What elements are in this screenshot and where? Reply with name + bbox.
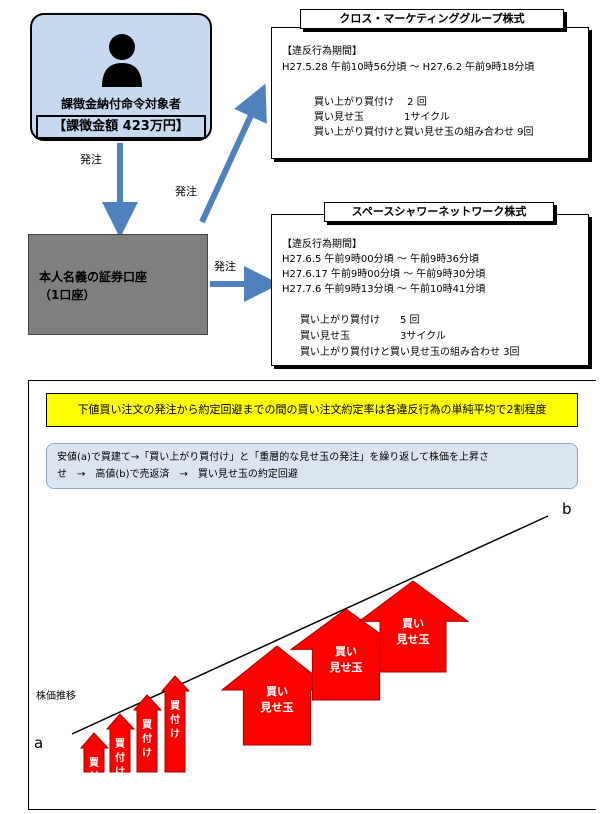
buy-arrow bbox=[80, 732, 110, 773]
spoof-arrow-text: 見せ玉 bbox=[260, 701, 294, 714]
buy-arrow bbox=[133, 694, 163, 773]
group2-item: 買い上がり買付け 5 回 bbox=[300, 315, 420, 326]
buy-arrow bbox=[106, 713, 136, 773]
scheme-line1: 安値(a)で買建て→「買い上がり買付け」と「重層的な見せ玉の発注」を繰り返して株… bbox=[57, 452, 490, 463]
buy-arrow-char: 付 bbox=[115, 753, 125, 764]
group2-box: 【違反行為期間】 H27.6.5 午前9時00分頃 ～ 午前9時36分頃 H27… bbox=[271, 214, 589, 366]
buy-arrow-char: 買 bbox=[170, 701, 180, 712]
order-label-3: 発注 bbox=[214, 260, 236, 273]
group1-item: 買い上がり買付け 2 回 bbox=[314, 97, 427, 108]
account-line1: 本人名義の証券口座 bbox=[39, 270, 148, 284]
target-label: 課徴金納付命令対象者 bbox=[60, 97, 181, 111]
target-person-box: 課徴金納付命令対象者 【課徴金額 423万円】 bbox=[30, 13, 212, 141]
buy-arrow-char: け bbox=[89, 786, 99, 797]
group1-item: 買い見せ玉 1サイクル bbox=[314, 112, 450, 123]
group2-period: H27.7.6 午前9時13分頃 ～ 午前10時41分頃 bbox=[282, 284, 486, 295]
trend-label: 株価推移 bbox=[36, 691, 76, 702]
group1-item: 買い上がり買付けと買い見せ玉の組み合わせ 9回 bbox=[314, 127, 534, 138]
group2-period: H27.6.17 午前9時00分頃 ～ 午前9時30分頃 bbox=[282, 269, 486, 280]
buy-arrow-char: 付 bbox=[89, 772, 99, 783]
buy-arrow-char: 買 bbox=[89, 758, 99, 769]
account-line2: （1口座） bbox=[39, 288, 96, 302]
scheme-line2: せ → 高値(b)で売返済 → 買い見せ玉の約定回避 bbox=[57, 469, 298, 480]
buy-arrow bbox=[161, 675, 191, 773]
group2-title: スペースシャワーネットワーク株式 bbox=[324, 202, 554, 222]
fine-amount: 【課徴金額 423万円】 bbox=[36, 115, 206, 139]
price-trend-line bbox=[71, 515, 549, 735]
start-label-a: a bbox=[34, 734, 44, 752]
buy-arrow-char: 買 bbox=[115, 739, 125, 750]
group1-period: H27.5.28 午前10時56分頃 ～ H27.6.2 午前9時18分頃 bbox=[282, 62, 535, 73]
spoof-arrow-text: 買い bbox=[402, 616, 424, 630]
arrow-to-group1 bbox=[199, 83, 267, 224]
spoof-arrow-text: 見せ玉 bbox=[396, 632, 430, 646]
securities-account-box: 本人名義の証券口座 （1口座） bbox=[28, 234, 208, 335]
buy-arrow-char: 買 bbox=[142, 720, 152, 731]
person-icon bbox=[102, 34, 142, 87]
spoof-arrow-text: 買い bbox=[266, 685, 288, 698]
group1-box: 【違反行為期間】 H27.5.28 午前10時56分頃 ～ H27.6.2 午前… bbox=[271, 27, 589, 159]
buy-arrow-char: け bbox=[170, 729, 180, 740]
spoof-arrow bbox=[358, 580, 470, 673]
group2-item: 買い上がり買付けと買い見せ玉の組み合わせ 3回 bbox=[300, 347, 520, 358]
order-label-2: 発注 bbox=[175, 185, 197, 198]
group2-period: H27.6.5 午前9時00分頃 ～ 午前9時36分頃 bbox=[282, 254, 480, 265]
scheme-description: 安値(a)で買建て→「買い上がり買付け」と「重層的な見せ玉の発注」を繰り返して株… bbox=[46, 443, 578, 489]
group2-item: 買い見せ玉 3サイクル bbox=[300, 331, 446, 342]
group2-period-heading: 【違反行為期間】 bbox=[282, 239, 362, 250]
buy-arrow-char: 付 bbox=[142, 734, 152, 745]
end-label-b: b bbox=[562, 500, 572, 518]
buy-arrow-char: け bbox=[115, 767, 125, 778]
buy-arrow-char: 付 bbox=[170, 715, 180, 726]
scheme-panel bbox=[28, 380, 596, 810]
spoof-arrow-text: 見せ玉 bbox=[329, 660, 363, 674]
buy-arrow-char: け bbox=[142, 748, 152, 759]
panel-top-border bbox=[28, 380, 596, 381]
group1-period-heading: 【違反行為期間】 bbox=[282, 46, 362, 57]
price-trend-chart bbox=[71, 515, 549, 735]
group1-title: クロス・マーケティンググループ株式 bbox=[300, 9, 564, 29]
order-label-1: 発注 bbox=[80, 153, 102, 166]
flow-arrows bbox=[102, 83, 280, 302]
execution-rate-banner: 下値買い注文の発注から約定回避までの間の買い注文約定率は各違反行為の単純平均で2… bbox=[46, 393, 578, 427]
spoof-arrow-text: 買い bbox=[335, 644, 357, 658]
